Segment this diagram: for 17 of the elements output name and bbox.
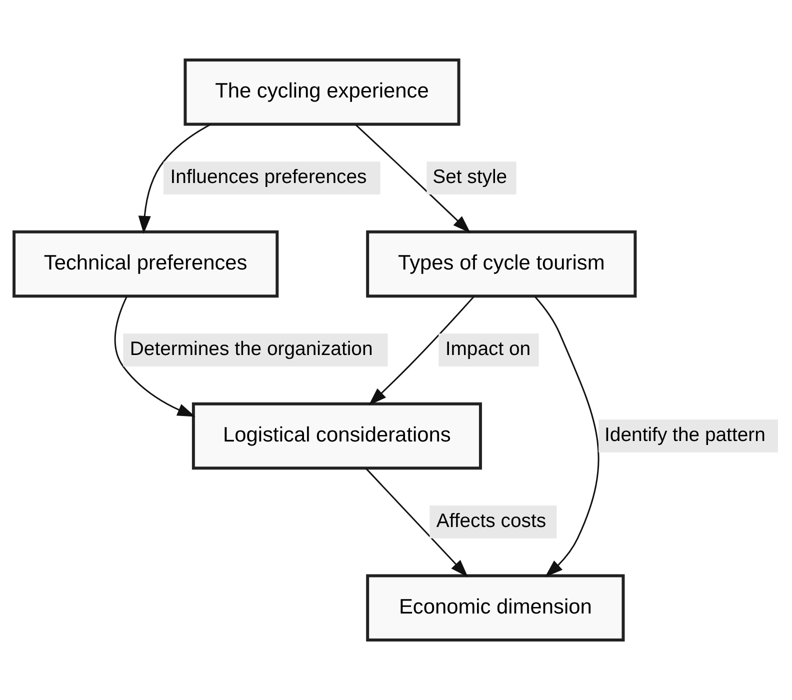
arrow — [365, 468, 468, 578]
node-box: Logistical considerations — [192, 402, 482, 470]
edge-label: Set style — [432, 166, 508, 188]
node-box: Economic dimension — [366, 574, 625, 642]
arrow — [534, 296, 600, 578]
node-box: Types of cycle tourism — [366, 230, 637, 298]
edge-label: Influences preferences — [170, 166, 367, 188]
arrow — [355, 124, 471, 234]
edge-label: Affects costs — [436, 510, 546, 532]
edge-label: Determines the organization — [130, 338, 373, 360]
arrow — [368, 296, 474, 406]
edge-label: Identify the pattern — [604, 424, 766, 446]
arrow — [138, 124, 212, 234]
arrow — [114, 296, 196, 417]
edge-label: Impact on — [445, 338, 531, 360]
node-box: The cycling experience — [184, 58, 460, 126]
node-box: Technical preferences — [12, 230, 279, 298]
